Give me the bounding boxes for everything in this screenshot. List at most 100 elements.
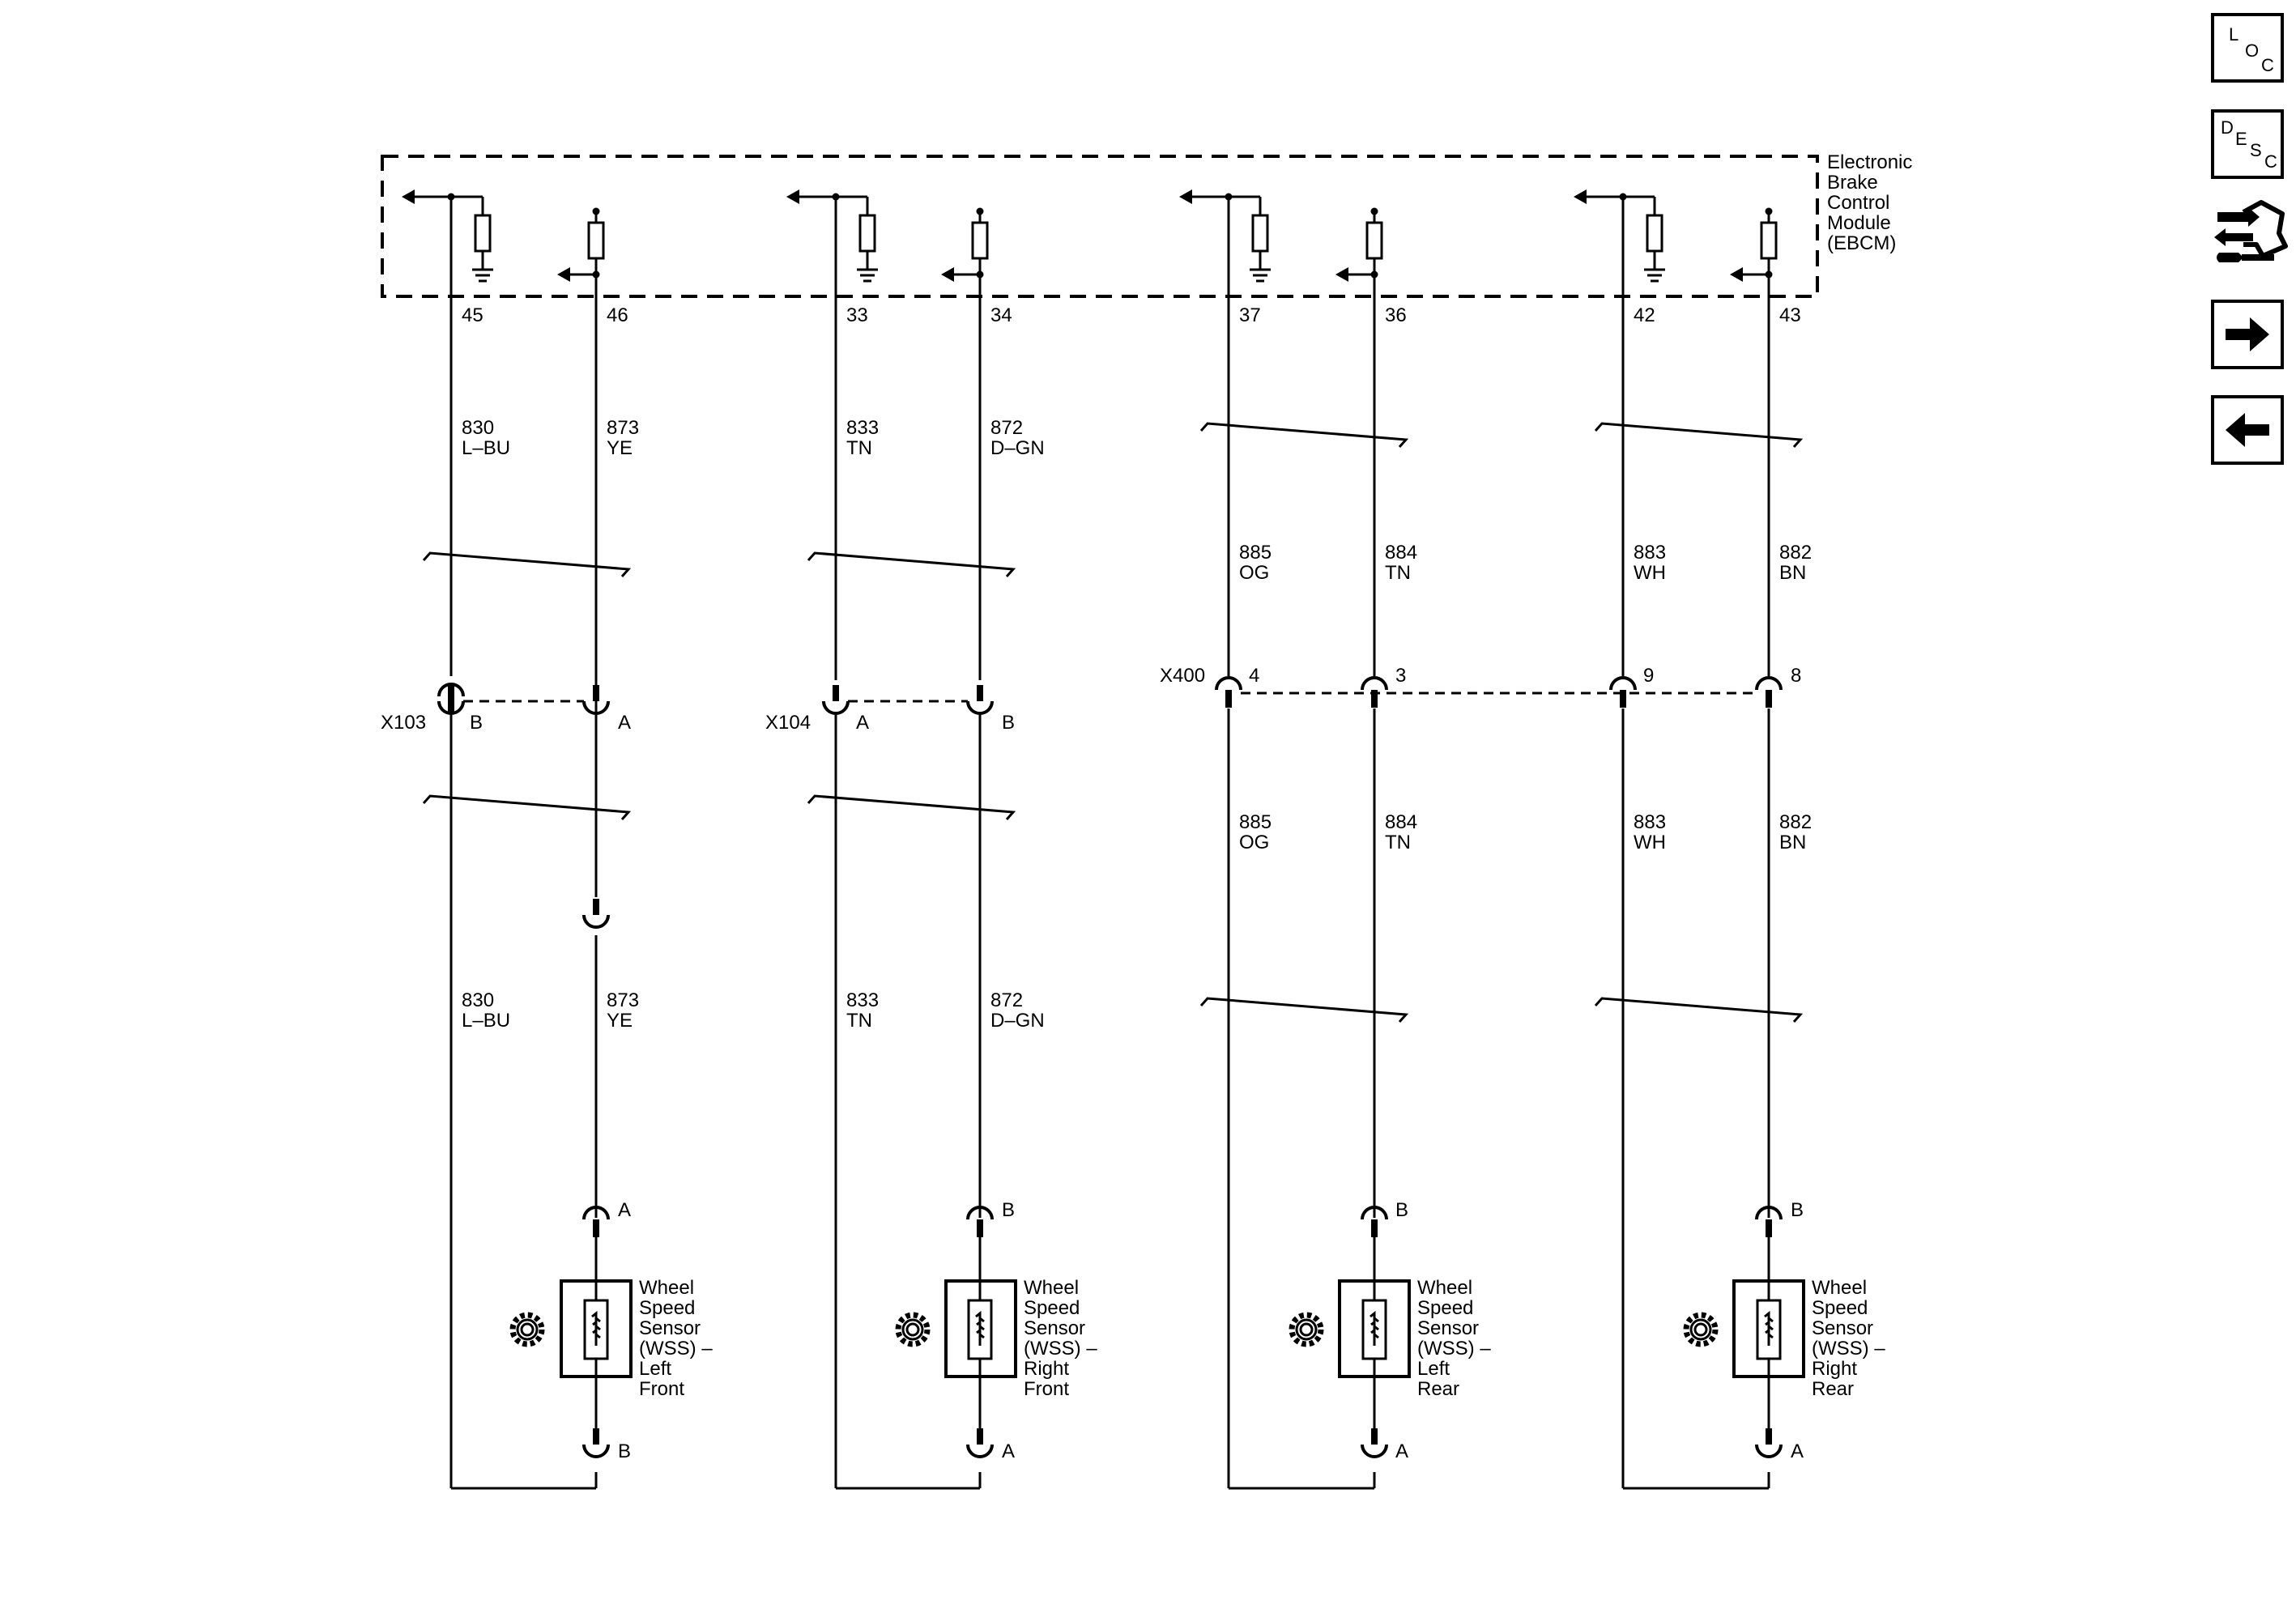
- description-letter: E: [2235, 129, 2247, 149]
- wire-number: 884: [1385, 542, 1417, 564]
- wire-number: 872: [990, 417, 1023, 439]
- sensor-name-line: Speed: [1812, 1297, 1868, 1319]
- ebcm-pin-number: 46: [607, 304, 628, 326]
- wire-number: 884: [1385, 811, 1417, 833]
- wire-color: YE: [607, 437, 633, 459]
- sensor-name-line: Sensor: [1417, 1317, 1479, 1339]
- previous-page-button[interactable]: [2211, 395, 2284, 465]
- sensor-name-line: Left: [1417, 1358, 1450, 1380]
- ebcm-pin-number: 33: [846, 304, 868, 326]
- sensor-name-line: Sensor: [1812, 1317, 1873, 1339]
- sensor-terminal: A: [1791, 1440, 1804, 1462]
- sensor-terminal: B: [1791, 1199, 1804, 1221]
- sensor-terminal: B: [1395, 1199, 1408, 1221]
- circuit-right-front: [786, 189, 1017, 1490]
- ebcm-name-line: Brake: [1827, 172, 1878, 194]
- sensor-name-line: Right: [1024, 1358, 1069, 1380]
- wire-color: BN: [1779, 562, 1806, 584]
- wire-number: 830: [462, 989, 494, 1011]
- sensor-name-line: Sensor: [639, 1317, 701, 1339]
- sensor-terminal: B: [1002, 1199, 1015, 1221]
- wire-color: WH: [1634, 832, 1666, 853]
- ebcm-pin-number: 42: [1634, 304, 1655, 326]
- connector-name: X103: [381, 712, 426, 734]
- sensor-name-line: Speed: [639, 1297, 695, 1319]
- sensor-name-line: (WSS) –: [1812, 1338, 1885, 1360]
- wire-color: OG: [1239, 832, 1269, 853]
- location-letter: C: [2261, 55, 2274, 75]
- wire-color: BN: [1779, 832, 1806, 853]
- wire-number: 885: [1239, 811, 1272, 833]
- connector-terminal: 3: [1395, 665, 1406, 687]
- location-button[interactable]: L O C: [2211, 13, 2284, 83]
- wire-number: 833: [846, 989, 879, 1011]
- sensor-name-line: Wheel: [1417, 1277, 1472, 1299]
- connector-terminal: 4: [1249, 665, 1259, 687]
- next-page-arrow-icon: [2226, 317, 2269, 351]
- sensor-terminal: A: [1002, 1440, 1015, 1462]
- wire-number: 872: [990, 989, 1023, 1011]
- ebcm-name-line: (EBCM): [1827, 232, 1896, 254]
- location-letter: O: [2245, 40, 2260, 61]
- sensor-name-line: Rear: [1812, 1378, 1854, 1400]
- sensor-name-line: Front: [639, 1378, 684, 1400]
- description-letter: S: [2250, 140, 2262, 160]
- connector-terminal: 9: [1643, 665, 1654, 687]
- ebcm-name-line: Electronic: [1827, 151, 1912, 173]
- wire-color: TN: [1385, 832, 1411, 853]
- connector-end-view-icon[interactable]: [2211, 196, 2289, 274]
- sensor-name-line: Front: [1024, 1378, 1069, 1400]
- wire-number: 882: [1779, 542, 1812, 564]
- wire-color: YE: [607, 1010, 633, 1032]
- wire-color: OG: [1239, 562, 1269, 584]
- wire-number: 885: [1239, 542, 1272, 564]
- wire-number: 830: [462, 417, 494, 439]
- wire-number: 883: [1634, 542, 1666, 564]
- wire-number: 833: [846, 417, 879, 439]
- next-page-button[interactable]: [2211, 300, 2284, 369]
- ebcm-name-line: Module: [1827, 212, 1891, 234]
- description-letter: D: [2221, 117, 2234, 138]
- connector-terminal: A: [856, 712, 869, 734]
- connector-terminal: B: [1002, 712, 1015, 734]
- wire-number: 882: [1779, 811, 1812, 833]
- wire-color: TN: [846, 1010, 872, 1032]
- sensor-terminal: B: [618, 1440, 631, 1462]
- wire-color: WH: [1634, 562, 1666, 584]
- circuit-left-rear: [1179, 189, 1411, 1490]
- wire-color: L–BU: [462, 1010, 510, 1032]
- connector-name: X400: [1160, 665, 1205, 687]
- wire-color: D–GN: [990, 1010, 1045, 1032]
- wire-color: D–GN: [990, 437, 1045, 459]
- previous-page-arrow-icon: [2226, 413, 2269, 447]
- sensor-name-line: Sensor: [1024, 1317, 1085, 1339]
- sensor-name-line: Speed: [1024, 1297, 1080, 1319]
- ebcm-pin-number: 36: [1385, 304, 1407, 326]
- connector-terminal: A: [618, 712, 631, 734]
- ebcm-housing-outline: [381, 155, 1819, 298]
- sensor-name-line: Right: [1812, 1358, 1857, 1380]
- sensor-name-line: Wheel: [1024, 1277, 1079, 1299]
- wire-color: TN: [1385, 562, 1411, 584]
- location-letter: L: [2229, 24, 2239, 45]
- wire-number: 873: [607, 417, 639, 439]
- wire-number: 873: [607, 989, 639, 1011]
- sensor-terminal: A: [1395, 1440, 1408, 1462]
- ebcm-pin-number: 43: [1779, 304, 1801, 326]
- sensor-name-line: Wheel: [1812, 1277, 1867, 1299]
- connector-terminal: B: [470, 712, 483, 734]
- circuit-right-rear: [1574, 189, 1805, 1490]
- ebcm-pin-number: 45: [462, 304, 483, 326]
- connector-terminal: 8: [1791, 665, 1801, 687]
- sensor-terminal: A: [618, 1199, 631, 1221]
- sensor-name-line: Wheel: [639, 1277, 694, 1299]
- sensor-name-line: Speed: [1417, 1297, 1473, 1319]
- wire-color: L–BU: [462, 437, 510, 459]
- sensor-name-line: (WSS) –: [1417, 1338, 1491, 1360]
- description-button[interactable]: D E S C: [2211, 109, 2284, 179]
- ebcm-pin-number: 34: [990, 304, 1012, 326]
- wire-color: TN: [846, 437, 872, 459]
- connector-name: X104: [765, 712, 811, 734]
- ebcm-name-line: Control: [1827, 192, 1889, 214]
